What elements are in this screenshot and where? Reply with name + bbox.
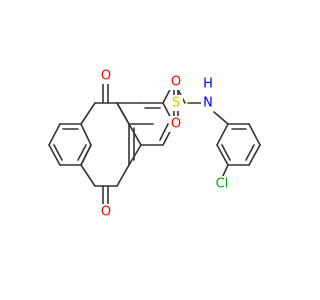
chlorine-atom-label: Cl: [216, 177, 229, 192]
bond: [48, 123, 61, 146]
bond: [248, 144, 261, 166]
oxygen-atom-label: O: [171, 75, 181, 90]
sulfur-atom-label: S: [172, 96, 180, 111]
label-backdrop: [211, 176, 233, 192]
bond: [221, 164, 229, 179]
molecule-structure-diagram: O O S O O N H Cl: [0, 0, 300, 300]
bond: [216, 123, 229, 146]
label-backdrop: [169, 74, 183, 90]
bond: [80, 102, 96, 125]
bond-inner: [159, 123, 169, 141]
bond: [48, 144, 61, 166]
bond-inner: [53, 144, 63, 161]
background: [0, 0, 300, 300]
label-backdrop: [169, 116, 183, 132]
label-backdrop: [169, 95, 183, 111]
bond: [128, 144, 142, 166]
bond: [80, 144, 92, 166]
label-backdrop: [99, 204, 113, 220]
atom-labels: O O S O O N H Cl: [99, 68, 233, 220]
hydrogen-atom-label: H: [203, 77, 213, 92]
bond: [128, 123, 142, 146]
bond-inner: [221, 144, 231, 161]
oxygen-atom-label: O: [171, 117, 181, 132]
bond: [116, 102, 130, 125]
bond: [80, 123, 92, 146]
bond-inner: [245, 144, 255, 161]
bond: [213, 111, 229, 125]
bond: [116, 164, 130, 187]
oxygen-atom-label: O: [101, 205, 111, 220]
label-backdrop: [99, 68, 113, 84]
nitrogen-atom-label: N: [203, 96, 213, 111]
label-backdrop: [201, 95, 215, 111]
bond: [80, 164, 96, 187]
oxygen-atom-label: O: [101, 69, 111, 84]
bond: [248, 123, 261, 146]
bond: [216, 144, 229, 166]
bond-inner: [77, 144, 87, 161]
